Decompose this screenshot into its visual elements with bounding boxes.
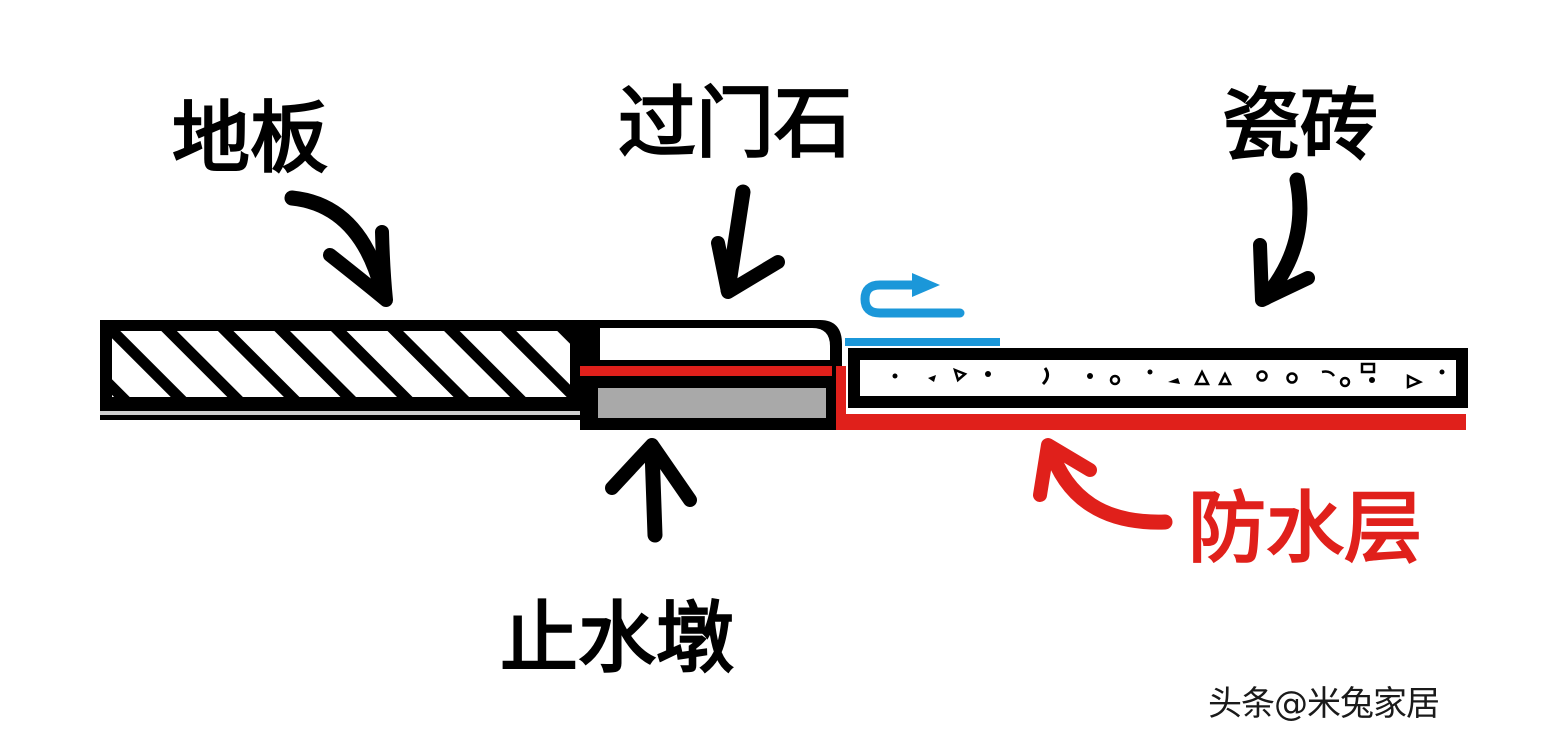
waterproof-pointer-arrow: [1033, 438, 1173, 530]
watermark: 头条@米兔家居: [1208, 684, 1440, 724]
u-turn-arrow-icon: [845, 273, 1000, 346]
floor-pointer-arrow: [284, 190, 393, 307]
waterproof-layer-shape: [836, 366, 1466, 430]
label-waterproof-layer: 防水层: [1188, 484, 1422, 574]
label-threshold-stone: 过门石: [618, 79, 852, 169]
curb-pointer-arrow: [605, 438, 697, 543]
floor-section: [100, 320, 588, 420]
threshold-pointer-arrow: [711, 184, 785, 299]
tile-section: [848, 348, 1468, 408]
threshold-stone-shape: [600, 328, 830, 360]
label-floor: 地板: [172, 94, 328, 184]
threshold-waterproof-line: [580, 366, 832, 376]
threshold-section: [580, 320, 842, 430]
tile-pointer-arrow: [1253, 172, 1315, 307]
label-water-stop-curb: 止水墩: [500, 594, 734, 684]
water-stop-curb-shape: [598, 388, 826, 418]
tile-aggregate: [892, 362, 1445, 389]
label-tile: 瓷砖: [1222, 81, 1378, 171]
